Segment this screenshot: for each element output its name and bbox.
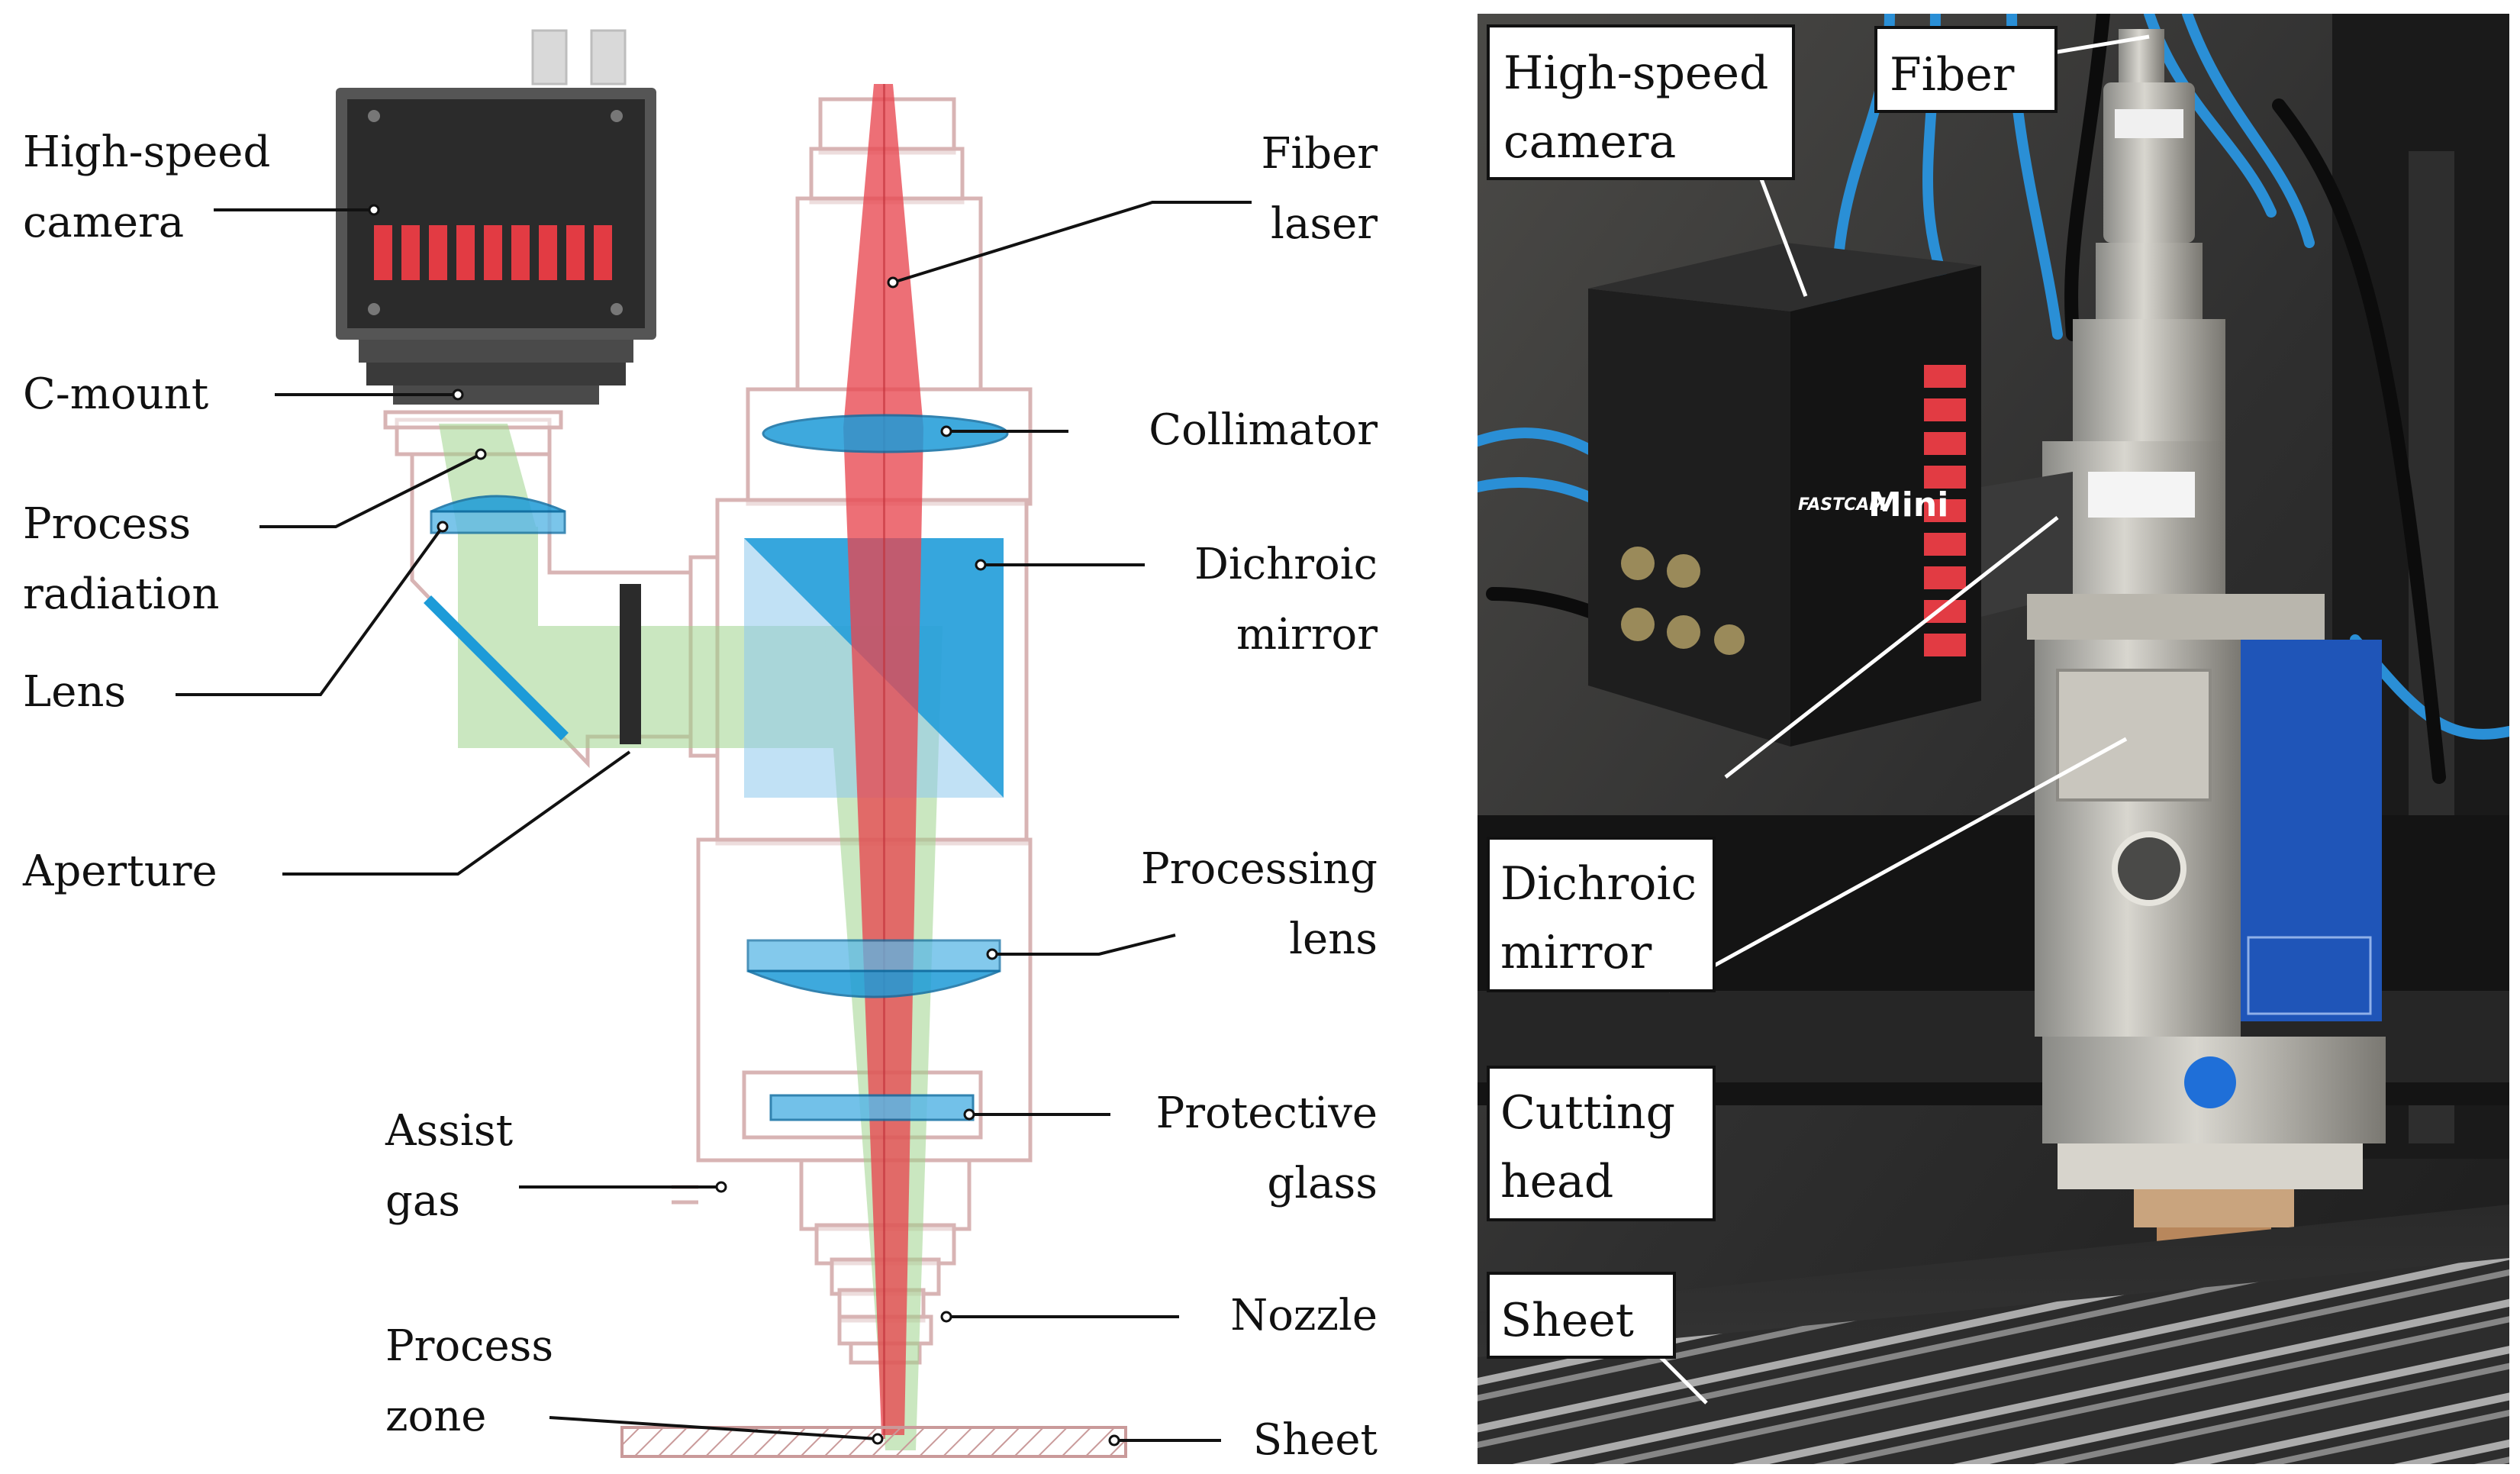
photo-sheet (1478, 1205, 2509, 1464)
label-nozzle: Nozzle (1230, 1291, 1378, 1340)
aperture-shape (620, 584, 641, 744)
camera-led-segment (456, 225, 475, 280)
protective-glass-shape (769, 1094, 975, 1121)
collimator-lens (762, 414, 1009, 453)
photo-camera-led (1924, 533, 1966, 556)
camera-shape (336, 29, 656, 405)
label-c-mount: C-mount (23, 369, 209, 419)
label-collimator: Collimator (1149, 405, 1378, 455)
svg-text:Sheet: Sheet (1500, 1294, 1634, 1347)
photo-leader-lines (1659, 34, 2150, 1405)
camera-led-segment (429, 225, 447, 280)
photo-camera-led (1924, 499, 1966, 522)
photo-camera-led (1924, 466, 1966, 489)
label-sheet: Sheet (1253, 1415, 1378, 1465)
label-lens: Lens (23, 667, 126, 717)
svg-text:Fiber: Fiber (1890, 48, 2015, 102)
photo-label-sheet: Sheet (1487, 1272, 1676, 1359)
photo-cutting-head (2027, 594, 2386, 1289)
leader-dots (368, 204, 1120, 1447)
label-aperture: Aperture (22, 847, 218, 896)
photo-camera-led (1924, 432, 1966, 455)
photo-label-fiber: Fiber (1874, 26, 2058, 113)
photo-camera-led (1924, 634, 1966, 656)
photo-camera-led (1924, 365, 1966, 388)
camera-led-segment (594, 225, 612, 280)
fiber-connector (2042, 29, 2225, 594)
camera-model-text: Mini (1868, 485, 1948, 524)
deflection-mirror-shape (424, 595, 569, 740)
camera-led-segment (484, 225, 502, 280)
photo-panel: FASTCAM Mini High-spe (1478, 14, 2509, 1464)
photo-camera-led (1924, 566, 1966, 589)
camera-led-segment (374, 225, 392, 280)
photo-camera-body: FASTCAM Mini (1588, 243, 1981, 747)
camera-led-segment (539, 225, 557, 280)
camera-led-segment (566, 225, 585, 280)
camera-lens-shape (430, 495, 566, 534)
leader-lines (176, 201, 1252, 1442)
camera-brand-text: FASTCAM (1798, 495, 1886, 514)
photo-camera-led (1924, 398, 1966, 421)
camera-led-segment (511, 225, 530, 280)
camera-led-segment (401, 225, 420, 280)
